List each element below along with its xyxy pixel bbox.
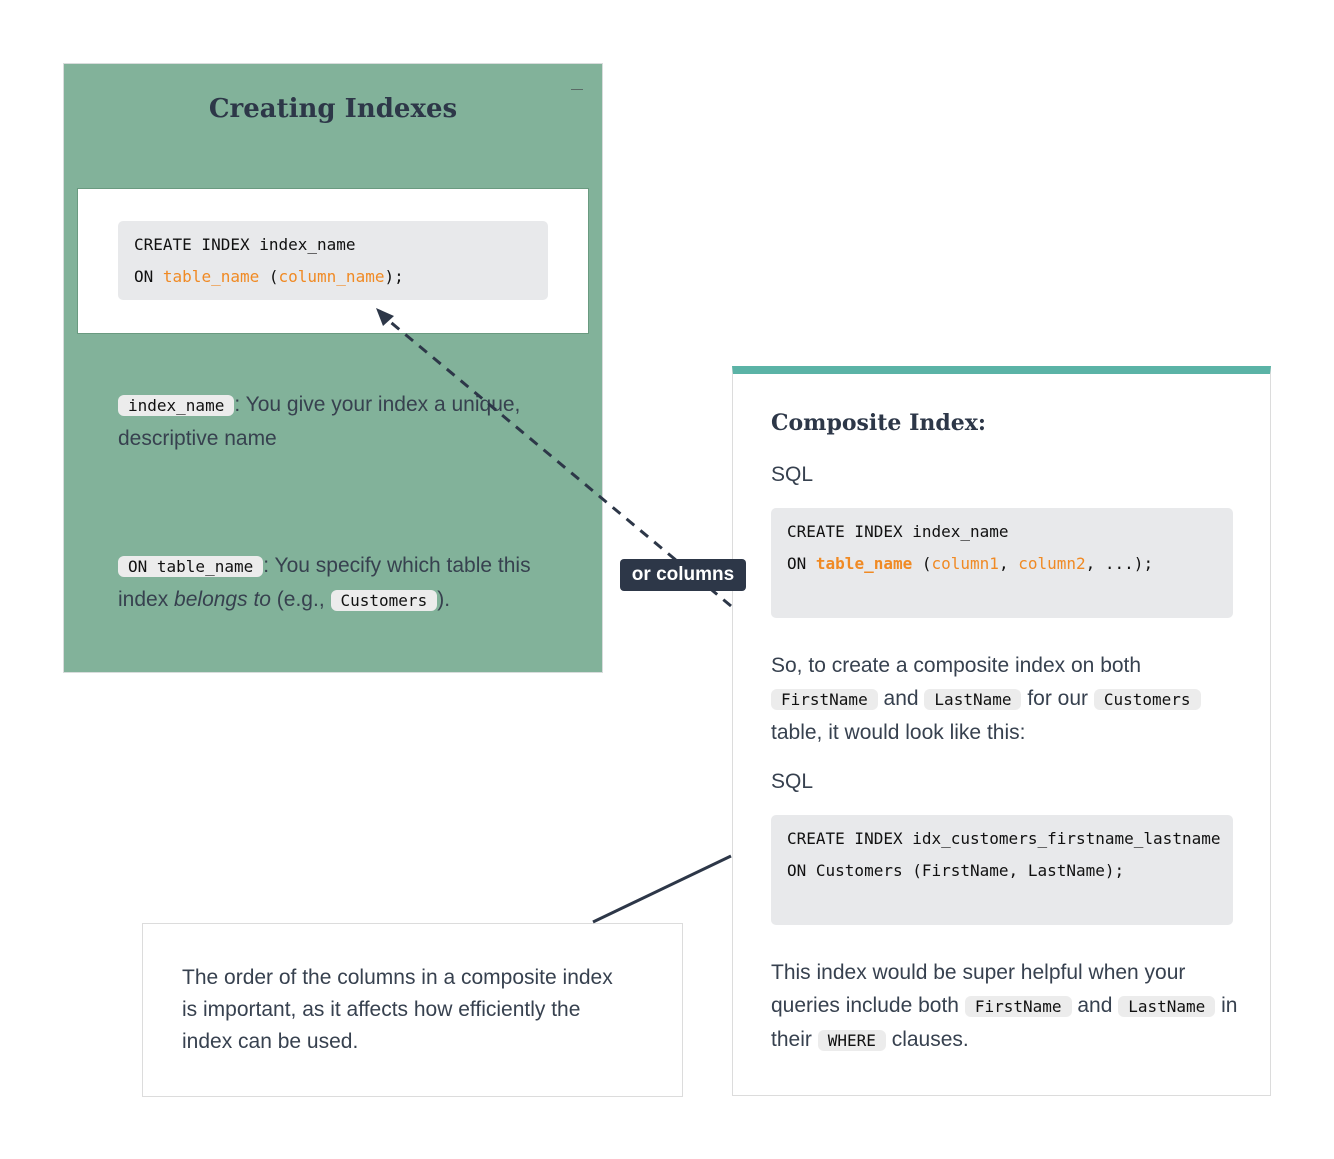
composite-index-card: Composite Index: SQL CREATE INDEX index_… (732, 366, 1271, 1096)
card-title: Creating Indexes (208, 94, 458, 124)
connector-label: or columns (620, 559, 746, 591)
code-block: CREATE INDEX idx_customers_firstname_las… (771, 815, 1233, 925)
sql-label: SQL (771, 770, 814, 793)
dashed-connector (387, 318, 732, 608)
sql-label: SQL (771, 463, 814, 486)
note-card: The order of the columns in a composite … (142, 923, 683, 1097)
code-block: CREATE INDEX index_name ON table_name (c… (771, 508, 1233, 618)
code-container: CREATE INDEX index_name ON table_name (c… (77, 188, 589, 334)
arrowhead-icon (376, 308, 394, 326)
creating-indexes-card: Creating Indexes CREATE INDEX index_name… (63, 63, 603, 673)
table-name-description: ON table_name: You specify which table t… (118, 554, 531, 611)
note-text: The order of the columns in a composite … (182, 966, 613, 1053)
solid-connector (592, 854, 732, 924)
composite-explanation: So, to create a composite index on both … (771, 649, 1211, 749)
code-block: CREATE INDEX index_name ON table_name (c… (118, 221, 548, 300)
usage-explanation: This index would be super helpful when y… (771, 961, 1238, 1051)
card-title: Composite Index: (771, 410, 986, 436)
index-name-description: index_name: You give your index a unique… (118, 393, 521, 450)
minus-icon[interactable] (571, 89, 583, 90)
